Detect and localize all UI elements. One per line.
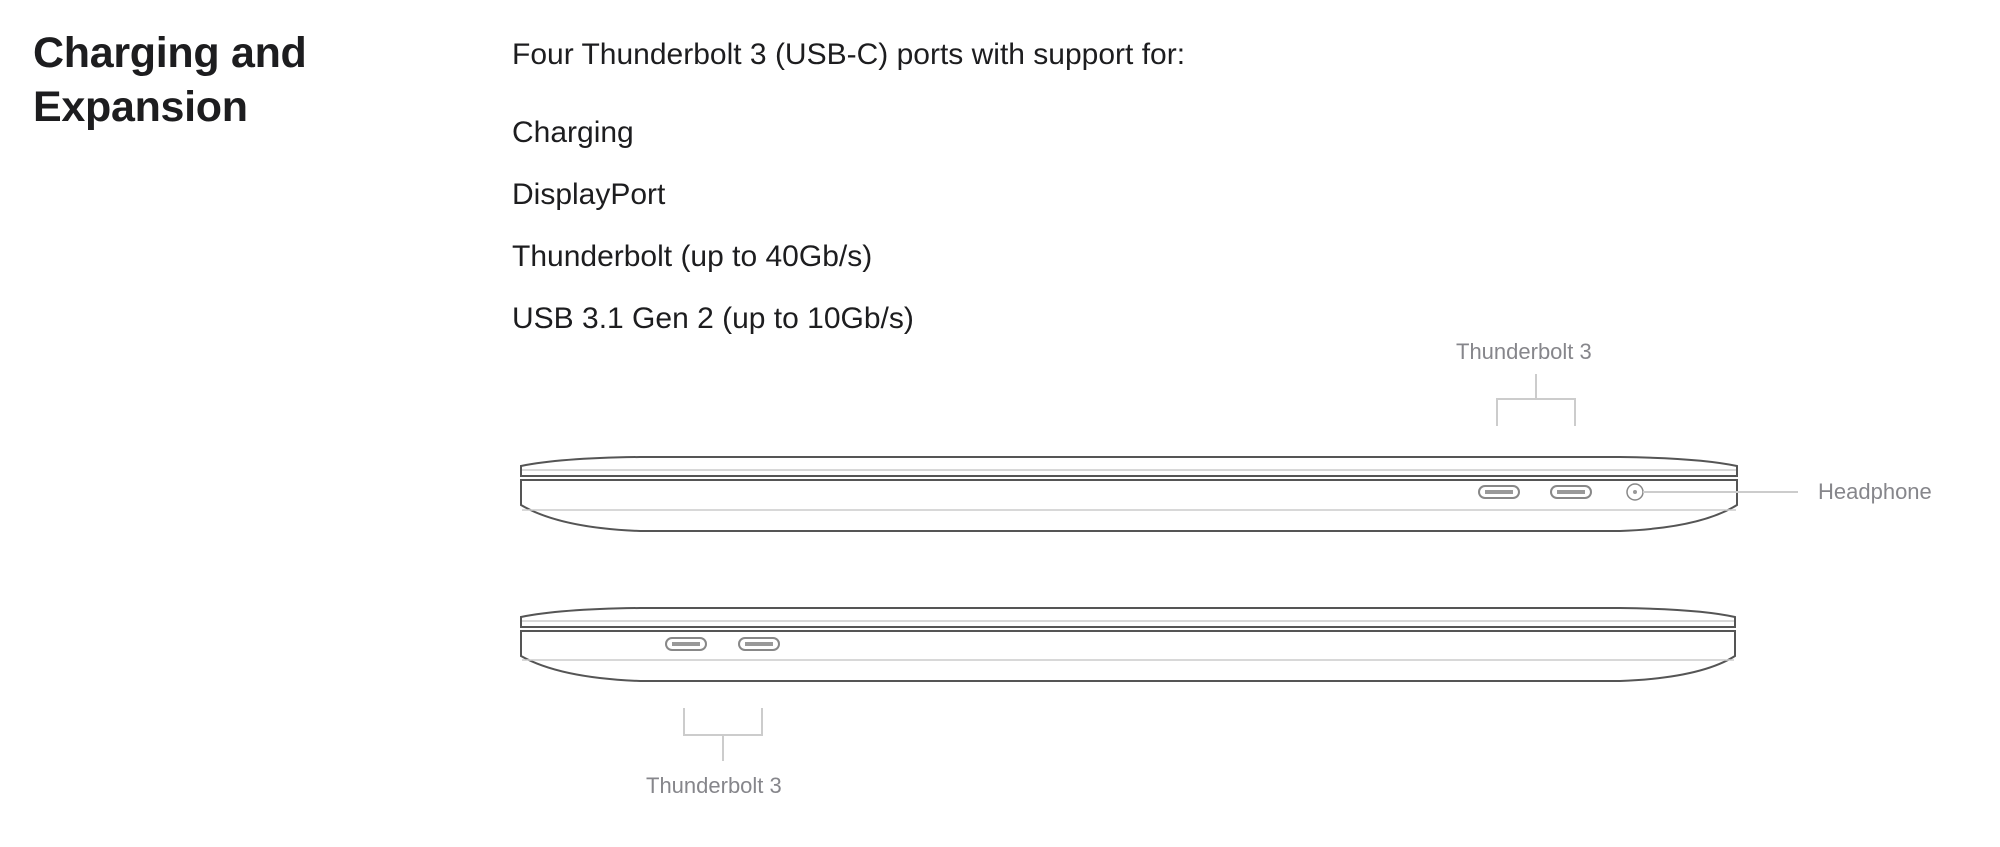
right-thunderbolt-label: Thunderbolt 3 bbox=[1456, 339, 1592, 364]
feature-item: Charging bbox=[512, 116, 634, 149]
heading-line-2: Expansion bbox=[33, 83, 248, 131]
laptop-left-side-illustration bbox=[520, 607, 1736, 682]
ports-intro: Four Thunderbolt 3 (USB-C) ports with su… bbox=[512, 38, 1186, 71]
left-thunderbolt-label: Thunderbolt 3 bbox=[646, 773, 782, 798]
right-ports-bracket bbox=[1496, 374, 1576, 426]
heading-line-1: Charging and bbox=[33, 29, 307, 77]
feature-list: Charging DisplayPort Thunderbolt (up to … bbox=[512, 114, 914, 362]
feature-item: USB 3.1 Gen 2 (up to 10Gb/s) bbox=[512, 302, 914, 335]
feature-item: Thunderbolt (up to 40Gb/s) bbox=[512, 240, 873, 273]
headphone-label: Headphone bbox=[1818, 479, 1932, 504]
left-ports-bracket bbox=[683, 708, 763, 761]
laptop-right-side-illustration bbox=[520, 456, 1738, 532]
feature-item: DisplayPort bbox=[512, 178, 666, 211]
